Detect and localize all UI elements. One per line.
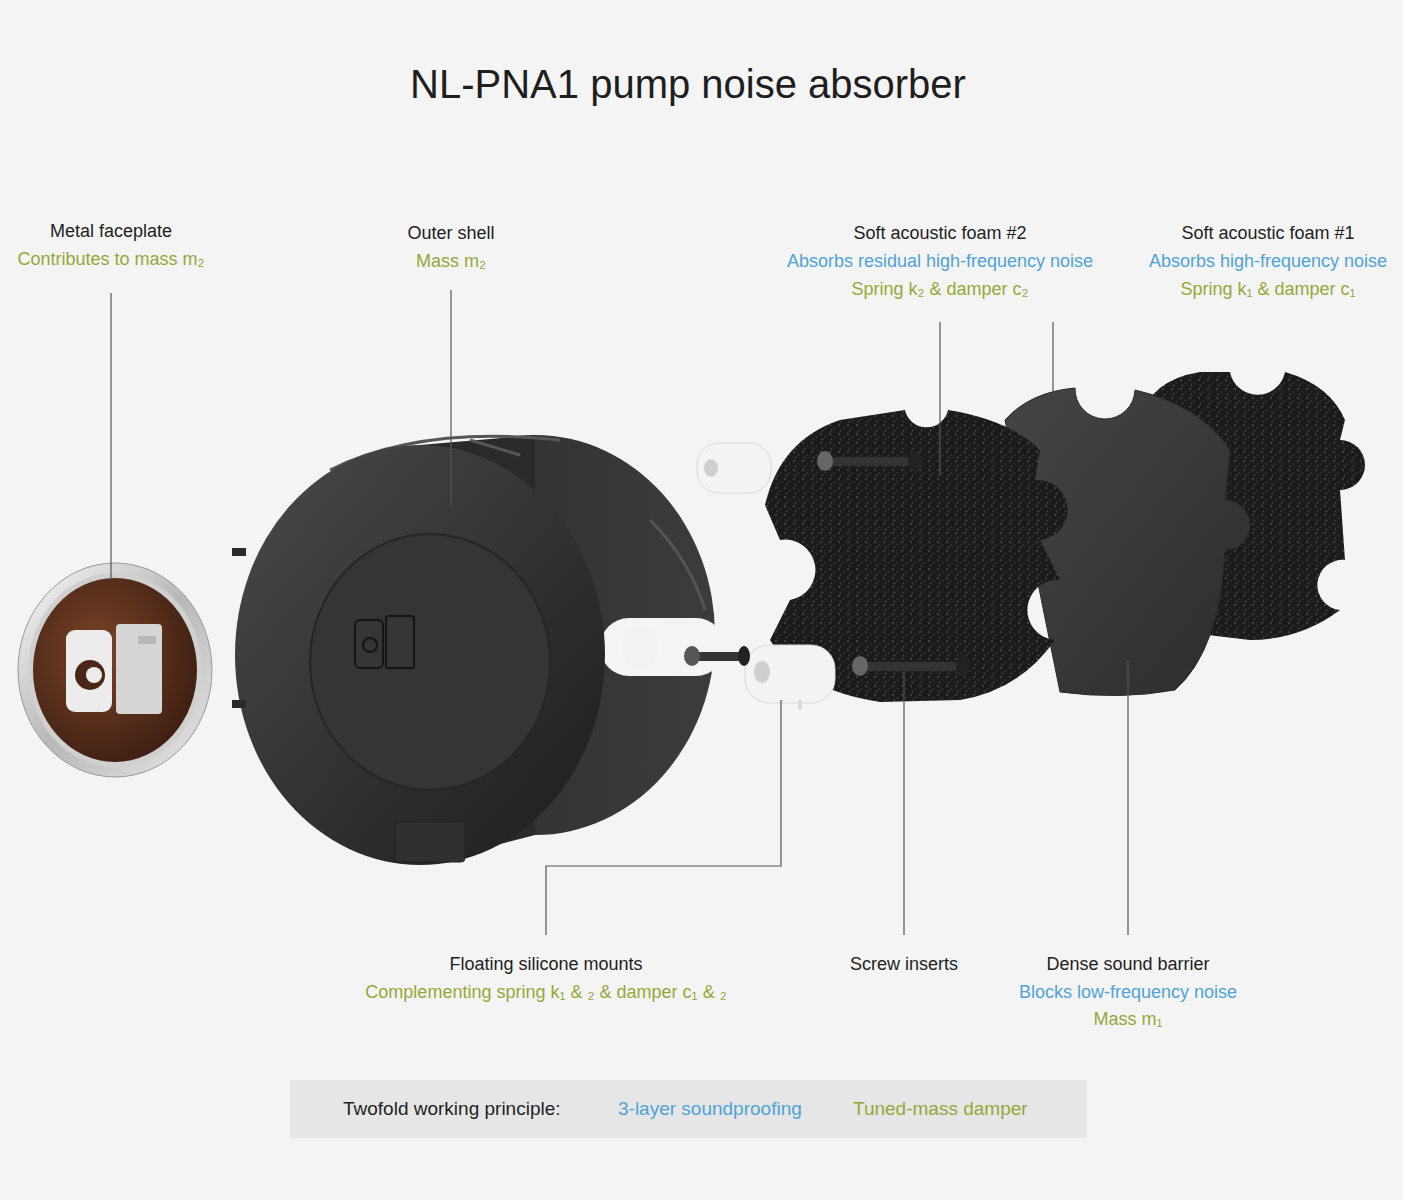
screws: [684, 450, 970, 677]
title: NL-PNA1 pump noise absorber: [410, 60, 966, 108]
faceplate: [18, 563, 212, 777]
part-note: Absorbs high-frequency noise: [1149, 251, 1387, 273]
principle-band: Twofold working principle: 3-layer soundp…: [290, 1080, 1087, 1138]
part-note: Blocks low-frequency noise: [1019, 982, 1237, 1004]
part-note: Absorbs residual high-frequency noise: [787, 251, 1093, 273]
part-name: Floating silicone mounts: [449, 954, 642, 976]
outer-shell: [232, 435, 725, 865]
part-name: Soft acoustic foam #2: [853, 223, 1026, 245]
band-text: Twofold working principle:: [343, 1098, 561, 1121]
leader-lines: [111, 290, 1128, 935]
part-name: Screw inserts: [850, 954, 958, 976]
band-text: 3-layer soundproofing: [618, 1098, 802, 1121]
part-note: Contributes to mass m₂: [17, 249, 204, 271]
part-name: Soft acoustic foam #1: [1181, 223, 1354, 245]
silicone-mounts: [697, 443, 835, 710]
part-name: Dense sound barrier: [1046, 954, 1209, 976]
part-note: Spring k₂ & damper c₂: [851, 279, 1028, 301]
part-name: Metal faceplate: [50, 221, 172, 243]
part-note: Complementing spring k₁ & ₂ & damper c₁ …: [365, 982, 726, 1004]
part-note: Mass m₁: [1093, 1009, 1162, 1031]
part-note: Mass m₂: [416, 251, 486, 273]
part-name: Outer shell: [407, 223, 494, 245]
part-note: Spring k₁ & damper c₁: [1180, 279, 1355, 301]
band-text: Tuned-mass damper: [853, 1098, 1028, 1121]
